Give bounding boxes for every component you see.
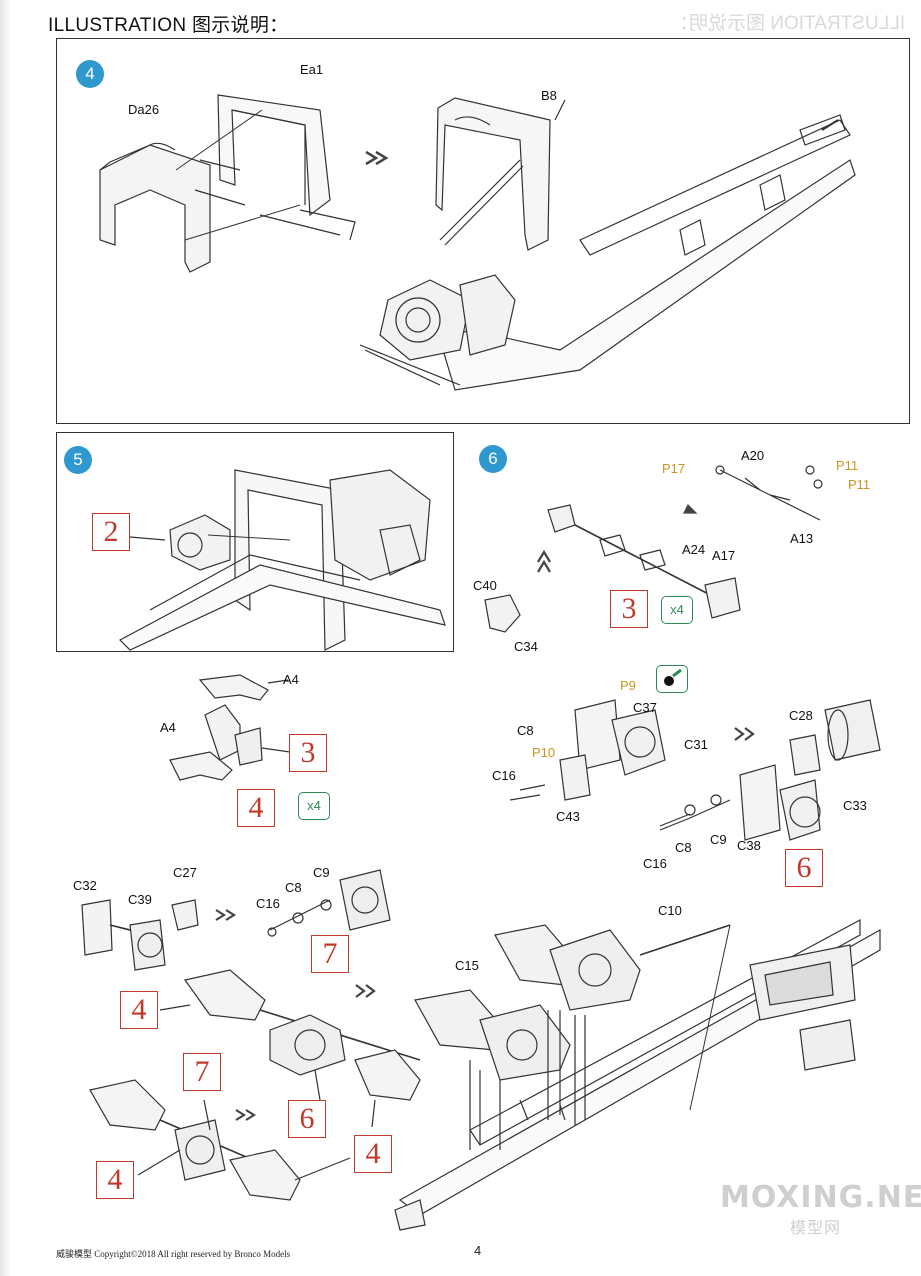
part-label-c16: C16 bbox=[492, 768, 516, 783]
ref-step-4-upper: 4 bbox=[120, 991, 158, 1029]
quantity-x4-driveshaft: x4 bbox=[661, 596, 693, 624]
step-4-panel bbox=[56, 38, 910, 424]
part-label-a24: A24 bbox=[682, 542, 706, 557]
ref-step-3-link: 3 bbox=[289, 734, 327, 772]
part-label-c31: C31 bbox=[684, 737, 708, 752]
part-label-a20: A20 bbox=[741, 448, 765, 463]
page-header-title: ILLUSTRATION 图示说明： bbox=[48, 15, 289, 36]
part-label-c10: C10 bbox=[658, 903, 682, 918]
step-4-badge: 4 bbox=[76, 60, 104, 88]
part-label-c9: C9 bbox=[710, 832, 727, 847]
ref-step-3-driveshaft: 3 bbox=[610, 590, 648, 628]
footer-copyright: 威骏模型 Copyright©2018 All right reserved b… bbox=[56, 1249, 291, 1259]
ref-step-6-axle: 6 bbox=[785, 849, 823, 887]
part-label-a17: A17 bbox=[712, 548, 736, 563]
watermark-text: MOXING.NET bbox=[720, 1180, 921, 1215]
page-fold-shadow bbox=[0, 0, 12, 1276]
part-label-c15: C15 bbox=[455, 958, 479, 973]
part-label-p9: P9 bbox=[620, 678, 636, 693]
paint-tag-icon bbox=[656, 665, 688, 693]
ref-step-7-upper: 7 bbox=[311, 935, 349, 973]
step-5-panel bbox=[56, 432, 454, 652]
part-label-c8-bl: C8 bbox=[285, 880, 302, 895]
part-label-c27: C27 bbox=[173, 865, 197, 880]
part-label-c39: C39 bbox=[128, 892, 152, 907]
part-label-c34: C34 bbox=[514, 639, 538, 654]
part-label-c8: C8 bbox=[517, 723, 534, 738]
part-label-p17: P17 bbox=[662, 461, 686, 476]
part-label-da26: Da26 bbox=[128, 102, 160, 117]
ref-step-4-lower: 4 bbox=[96, 1161, 134, 1199]
ref-step-4-link: 4 bbox=[237, 789, 275, 827]
paint-drop-icon bbox=[664, 668, 682, 686]
part-label-c8-b: C8 bbox=[675, 840, 692, 855]
part-label-c33: C33 bbox=[843, 798, 867, 813]
part-label-b8: B8 bbox=[541, 88, 557, 103]
part-label-ea1: Ea1 bbox=[300, 62, 324, 77]
part-label-c38: C38 bbox=[737, 838, 761, 853]
ref-step-7-lower: 7 bbox=[183, 1053, 221, 1091]
ref-step-6-lower: 6 bbox=[288, 1100, 326, 1138]
part-label-c37: C37 bbox=[633, 700, 657, 715]
part-label-c40: C40 bbox=[473, 578, 497, 593]
part-label-p11-lower: P11 bbox=[848, 477, 871, 492]
quantity-x4-link: x4 bbox=[298, 792, 330, 820]
step-6-badge: 6 bbox=[479, 445, 507, 473]
part-label-c43: C43 bbox=[556, 809, 580, 824]
ref-step-2: 2 bbox=[92, 513, 130, 551]
part-label-c16-b: C16 bbox=[643, 856, 667, 871]
page-number: 4 bbox=[474, 1243, 482, 1258]
watermark-subtext: 模型网 bbox=[790, 1220, 842, 1237]
part-label-a13: A13 bbox=[790, 531, 814, 546]
part-label-c32: C32 bbox=[73, 878, 97, 893]
part-label-a4-upper: A4 bbox=[283, 672, 299, 687]
part-label-p10: P10 bbox=[532, 745, 556, 760]
part-label-a4-left: A4 bbox=[160, 720, 176, 735]
part-label-c9-bl: C9 bbox=[313, 865, 330, 880]
part-label-c28: C28 bbox=[789, 708, 813, 723]
step-5-badge: 5 bbox=[64, 446, 92, 474]
part-label-p11-upper: P11 bbox=[836, 458, 859, 473]
ref-step-4-right: 4 bbox=[354, 1135, 392, 1173]
bleed-through-header: ILLUSTRATION 图示说明： bbox=[669, 13, 905, 34]
part-label-c16-bl: C16 bbox=[256, 896, 280, 911]
